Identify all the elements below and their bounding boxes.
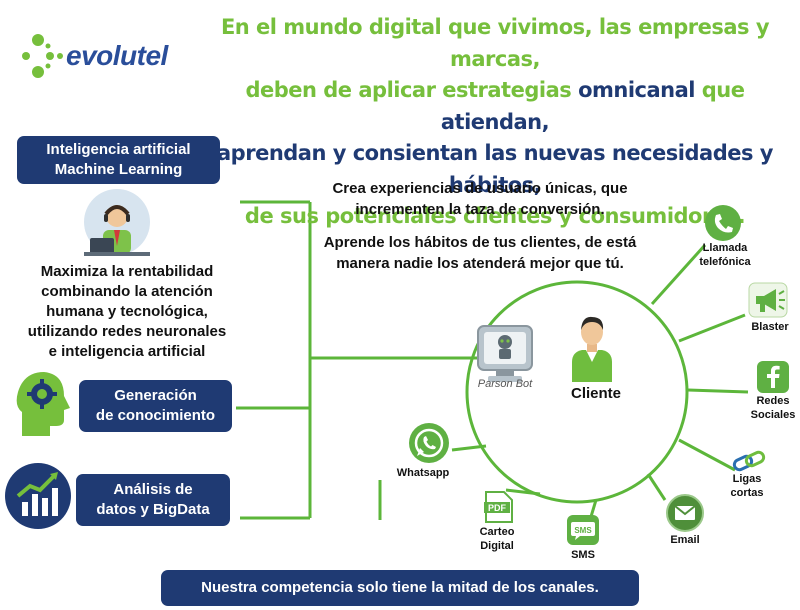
parson-bot-label: Parson Bot <box>477 378 533 390</box>
bigdata-box-line2: datos y BigData <box>96 501 210 518</box>
sms-label: SMS <box>571 549 595 561</box>
carteo-label-line2: Digital <box>480 540 514 552</box>
ai-box: Inteligencia artificial Machine Learning <box>17 136 220 184</box>
headline-line2a: deben de aplicar estrategias <box>245 78 579 102</box>
link-chain-icon <box>732 450 766 472</box>
ai-paragraph-line2: combinando la atención <box>41 283 213 300</box>
ai-paragraph: Maximiza la rentabilidad combinando la a… <box>12 262 242 362</box>
knowledge-box: Generación de conocimiento <box>79 380 232 432</box>
llamada-label-line2: telefónica <box>699 256 751 268</box>
ai-paragraph-line5: e inteligencia artificial <box>48 343 206 360</box>
headline-line4: de sus potenciales clientes y consumidor… <box>244 204 746 228</box>
ligas-label-line1: Ligas <box>732 473 762 485</box>
knowledge-box-line1: Generación <box>114 387 197 404</box>
parson-bot-icon <box>477 325 533 382</box>
whatsapp-label: Whatsapp <box>396 467 450 479</box>
email-label: Email <box>670 534 700 546</box>
bigdata-box: Análisis de datos y BigData <box>76 474 230 526</box>
facebook-icon <box>757 361 789 393</box>
sms-badge-text: SMS <box>574 526 592 535</box>
head-gear-icon <box>16 372 70 436</box>
ai-paragraph-line4: utilizando redes neuronales <box>27 323 227 340</box>
analytics-chart-icon <box>5 463 71 529</box>
logo-icon <box>22 34 63 78</box>
pdf-document-icon: PDF <box>484 491 513 523</box>
ligas-label-line2: cortas <box>730 487 764 499</box>
whatsapp-icon <box>409 423 449 463</box>
brand-name: evolutel <box>66 40 168 71</box>
agent-illustration <box>84 189 150 256</box>
ligas-label: Ligas cortas <box>714 472 780 500</box>
headline-line2c: que <box>694 78 745 102</box>
cliente-avatar-icon <box>572 316 612 382</box>
carteo-label-line1: Carteo <box>479 526 515 538</box>
center-text-2: Aprende los hábitos de tus clientes, de … <box>300 232 660 274</box>
headline: En el mundo digital que vivimos, las emp… <box>200 12 790 233</box>
email-icon <box>666 494 704 532</box>
llamada-label-line1: Llamada <box>702 242 748 254</box>
bigdata-box-line1: Análisis de <box>113 481 193 498</box>
megaphone-icon <box>748 282 788 318</box>
ai-paragraph-line3: humana y tecnológica, <box>46 303 208 320</box>
ai-box-line1: Inteligencia artificial <box>46 141 191 158</box>
llamada-label: Llamada telefónica <box>690 241 760 269</box>
center-text-1-line1: Crea experiencias de usuario únicas, que <box>332 180 628 197</box>
brand-logo: evolutel <box>16 26 176 86</box>
footer-text: Nuestra competencia solo tiene la mitad … <box>201 579 599 596</box>
headline-line3: aprendan y consientan las nuevas necesid… <box>217 141 773 197</box>
headline-line2b: omnicanal <box>578 78 695 102</box>
pdf-badge-text: PDF <box>488 503 507 513</box>
redes-label-line1: Redes <box>756 395 790 407</box>
ai-box-line2: Machine Learning <box>54 161 183 178</box>
knowledge-box-line2: de conocimiento <box>95 407 216 424</box>
redes-label-line2: Sociales <box>750 409 796 421</box>
headline-line2d: atiendan, <box>440 109 550 134</box>
phone-icon <box>705 205 741 241</box>
center-text-2-line1: Aprende los hábitos de tus clientes, de … <box>323 234 637 251</box>
cliente-label: Cliente <box>570 385 621 402</box>
sms-icon: SMS <box>567 515 599 545</box>
footer-banner: Nuestra competencia solo tiene la mitad … <box>161 570 639 606</box>
carteo-label: Carteo Digital <box>464 525 530 553</box>
center-text-1-line2: incrementen la taza de conversión. <box>355 201 605 218</box>
center-text-1: Crea experiencias de usuario únicas, que… <box>300 178 660 220</box>
headline-line1: En el mundo digital que vivimos, las emp… <box>220 15 770 71</box>
blaster-label: Blaster <box>751 321 789 333</box>
ai-paragraph-line1: Maximiza la rentabilidad <box>40 263 214 280</box>
redes-label: Redes Sociales <box>740 394 800 422</box>
center-text-2-line2: manera nadie los atenderá mejor que tú. <box>336 255 624 272</box>
